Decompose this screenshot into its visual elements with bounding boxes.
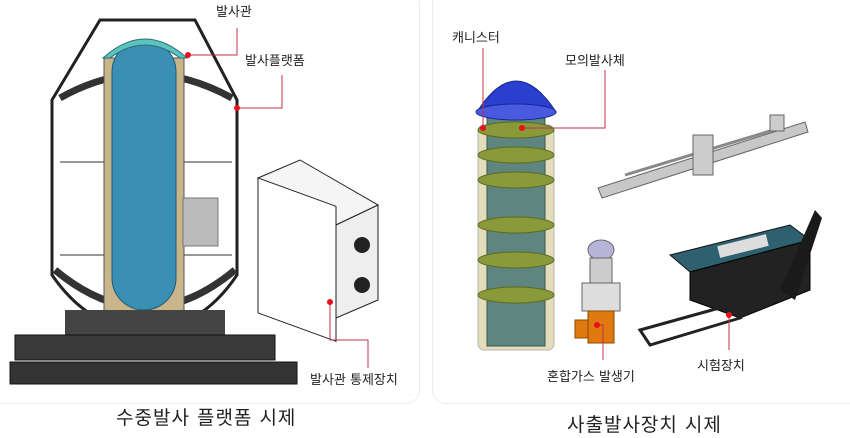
- rail-drawing: [597, 114, 809, 199]
- test-equipment-drawing: [637, 210, 822, 347]
- label-canister: 캐니스터: [452, 31, 500, 46]
- caption-ejection-launcher: 사출발사장치 시제: [567, 414, 722, 436]
- label-launch-platform: 발사플랫폼: [245, 54, 305, 69]
- leader-lines-right: [482, 48, 730, 360]
- label-launch-tube: 발사관: [216, 5, 252, 20]
- caption-underwater-platform: 수중발사 플랫폼 시제: [116, 407, 297, 429]
- marker-dots-right: [480, 125, 732, 328]
- marker-dots-left: [185, 52, 333, 305]
- label-gas-generator: 혼합가스 발생기: [547, 370, 635, 385]
- label-tube-controller: 발사관 통제장치: [310, 373, 398, 388]
- tube-controller-drawing: [256, 159, 380, 342]
- launch-platform-drawing: [9, 18, 298, 385]
- leader-lines-left: [188, 28, 369, 368]
- label-mock-vehicle: 모의발사체: [565, 54, 625, 69]
- label-test-equipment: 시험장치: [697, 359, 745, 374]
- canister-drawing: [475, 80, 557, 351]
- gas-generator-drawing: [574, 239, 621, 344]
